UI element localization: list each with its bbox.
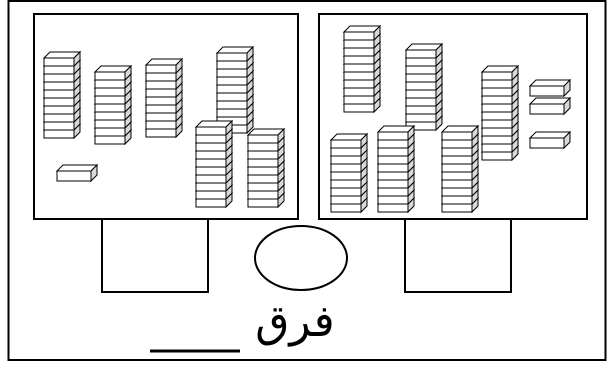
right-tower-block (329, 132, 369, 214)
right-tower-block (480, 64, 520, 162)
left-answer-box[interactable] (101, 218, 209, 293)
right-unit-block (528, 78, 572, 98)
left-tower-block (42, 50, 82, 140)
right-tower-block (376, 124, 416, 214)
left-tower-block (93, 64, 133, 146)
right-tower-block (404, 42, 444, 132)
left-tower-block (215, 45, 255, 135)
left-tower-block (144, 57, 184, 139)
right-answer-box[interactable] (404, 218, 512, 293)
right-unit-block (528, 96, 572, 116)
left-tower-block (194, 119, 234, 209)
right-panel-blocks (329, 24, 572, 214)
worksheet-border (7, 0, 607, 361)
right-tower-block (440, 124, 480, 214)
left-tower-block (246, 127, 286, 209)
difference-label: فرق (255, 296, 335, 347)
right-unit-block (528, 130, 572, 150)
comparison-circle[interactable] (254, 225, 348, 291)
left-panel-blocks (42, 45, 286, 209)
left-unit-block (55, 163, 99, 183)
right-tower-block (342, 24, 382, 114)
